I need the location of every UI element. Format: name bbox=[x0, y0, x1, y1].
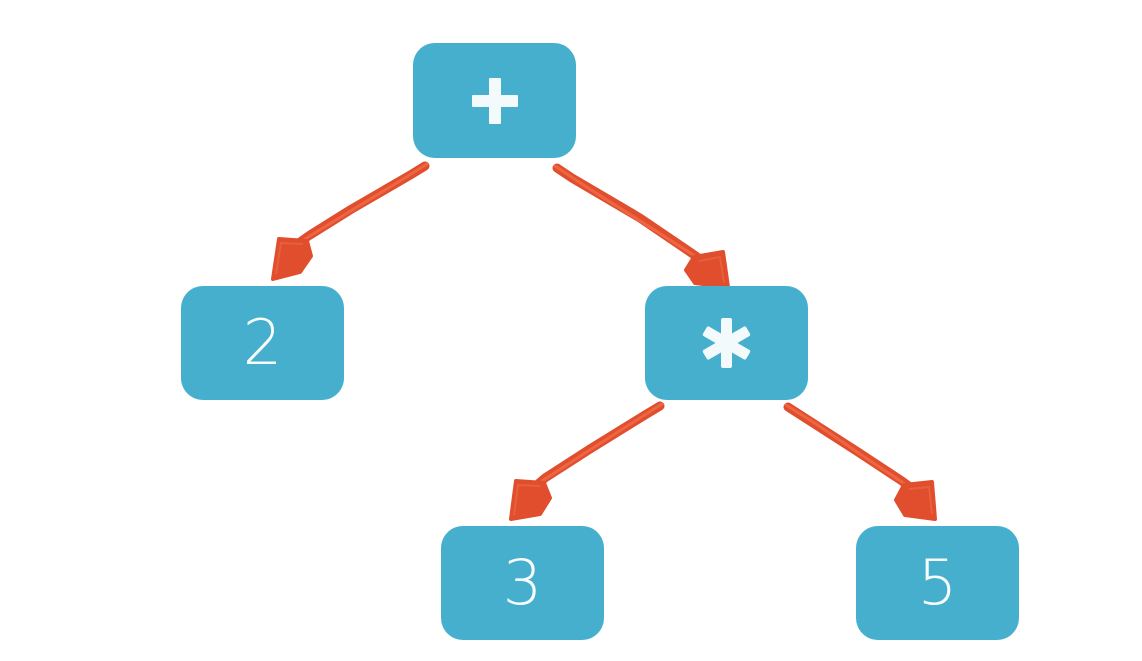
node-label-5: 5 bbox=[917, 546, 958, 619]
node-label-3: 3 bbox=[502, 546, 543, 619]
plus-icon bbox=[471, 77, 518, 124]
node-label-2: 2 bbox=[242, 306, 283, 379]
node-number-3[interactable]: 3 bbox=[441, 526, 604, 640]
node-number-2[interactable]: 2 bbox=[181, 286, 344, 400]
edge-root-to-times bbox=[552, 163, 730, 289]
asterisk-icon bbox=[701, 318, 752, 368]
edge-times-to-five bbox=[783, 402, 937, 521]
node-operator-times[interactable]: * bbox=[645, 286, 808, 400]
node-number-5[interactable]: 5 bbox=[856, 526, 1019, 640]
node-operator-plus[interactable]: + bbox=[413, 43, 576, 158]
edge-times-to-three bbox=[509, 401, 665, 521]
edge-root-to-two bbox=[271, 161, 430, 281]
